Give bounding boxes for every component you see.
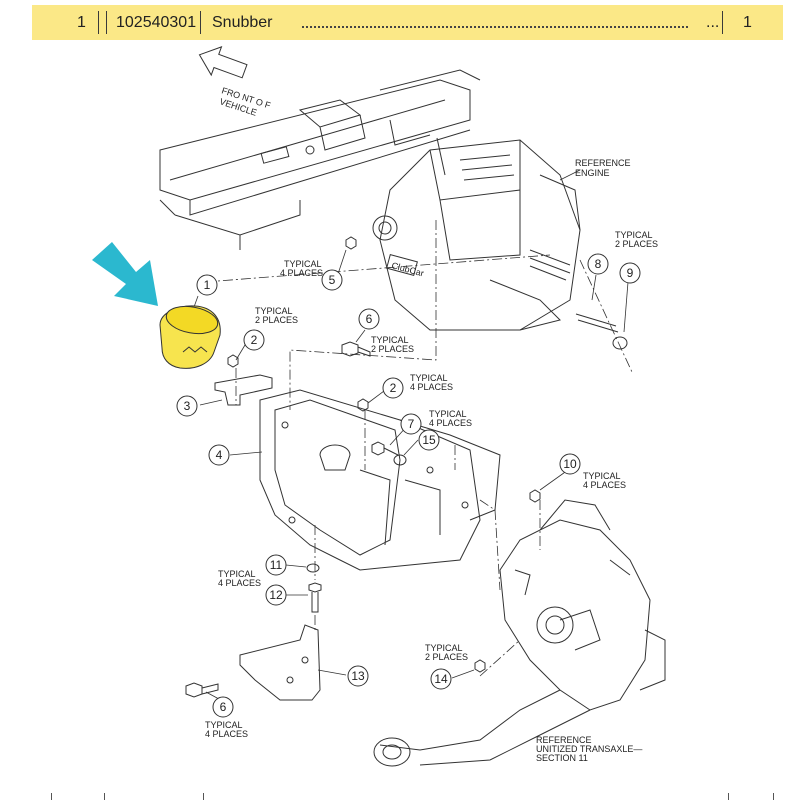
bolt-6	[341, 341, 371, 357]
typical-note: TYPICAL	[218, 569, 256, 579]
count-cell: 1	[743, 14, 752, 31]
typical-note: TYPICAL	[583, 471, 621, 481]
typical-note: TYPICAL	[205, 720, 243, 730]
callout-6: 6	[220, 700, 227, 714]
column-divider	[203, 793, 204, 800]
callout-4: 4	[216, 448, 223, 462]
callout-7: 7	[408, 417, 415, 431]
description-cell: Snubber	[212, 14, 273, 31]
typical-note: 4 PLACES	[410, 382, 453, 392]
engine-mount-bracket	[259, 389, 501, 571]
bolt-12	[308, 582, 322, 613]
reference-transaxle-label: REFERENCE	[536, 735, 592, 745]
engine-badge: ClubCar	[390, 260, 424, 278]
reference-transaxle-label: SECTION 11	[536, 753, 588, 763]
typical-note: 2 PLACES	[425, 652, 468, 662]
washer-15	[393, 454, 407, 466]
typical-note: TYPICAL	[284, 259, 322, 269]
callout-8: 8	[595, 257, 602, 271]
washer-9	[612, 336, 628, 350]
callout-11: 11	[270, 558, 283, 572]
stud	[575, 313, 619, 333]
typical-note: 4 PLACES	[429, 418, 472, 428]
typical-note: TYPICAL	[429, 409, 467, 419]
callout-12: 12	[269, 588, 283, 602]
typical-note: 2 PLACES	[615, 239, 658, 249]
diagram-labels: FRO NT O F VEHICLE REFERENCE ENGINE Club…	[205, 85, 658, 763]
typical-note: 2 PLACES	[371, 344, 414, 354]
callout-numbers: 1 2 3 4 5 6 2 7 15 8 9 10 11 12 13 14 6	[184, 257, 634, 714]
nut-2	[357, 398, 369, 412]
callout-5: 5	[329, 273, 336, 287]
callout-2: 2	[251, 333, 258, 347]
reference-engine-label: REFERENCE	[575, 158, 631, 168]
typical-note: 2 PLACES	[255, 315, 298, 325]
quantity-cell: 1	[77, 14, 86, 31]
typical-note: 4 PLACES	[205, 729, 248, 739]
leader-end: ...	[706, 14, 720, 31]
washer-11	[306, 563, 320, 573]
column-divider	[51, 793, 52, 800]
typical-note: TYPICAL	[410, 373, 448, 383]
reference-transaxle-label: UNITIZED TRANSAXLE—	[536, 744, 642, 754]
typical-note: 4 PLACES	[280, 268, 323, 278]
bolt-6	[185, 682, 219, 698]
parts-list-row: 1 102540301 Snubber ... 1	[32, 5, 783, 40]
bolt-7	[371, 441, 399, 456]
column-divider	[728, 793, 729, 800]
part-number-cell: 102540301	[116, 14, 197, 31]
pointer-arrow	[92, 242, 158, 306]
column-divider	[104, 793, 105, 800]
nut-14	[474, 659, 486, 673]
column-divider	[200, 11, 201, 34]
callout-circles	[176, 253, 641, 718]
callout-13: 13	[351, 669, 365, 683]
typical-note: TYPICAL	[371, 335, 409, 345]
typical-note: TYPICAL	[425, 643, 463, 653]
typical-note: TYPICAL	[255, 306, 293, 316]
reference-transaxle	[373, 499, 666, 767]
column-divider	[773, 793, 774, 800]
column-divider	[722, 11, 723, 34]
nut-2	[227, 354, 239, 368]
callout-1: 1	[204, 278, 211, 292]
callout-2: 2	[390, 381, 397, 395]
callout-14: 14	[434, 672, 448, 686]
nut-10	[529, 489, 541, 503]
vehicle-frame	[159, 69, 481, 250]
lower-bracket	[239, 624, 321, 701]
reference-engine	[372, 137, 581, 331]
callout-9: 9	[627, 266, 634, 280]
typical-note: 4 PLACES	[218, 578, 261, 588]
typical-note: 4 PLACES	[583, 480, 626, 490]
typical-note: TYPICAL	[615, 230, 653, 240]
callout-15: 15	[422, 433, 436, 447]
front-direction-arrow	[198, 46, 248, 79]
alignment-lines	[204, 220, 633, 677]
callout-6: 6	[366, 312, 373, 326]
snubber-part-highlight	[159, 305, 221, 369]
bolt-5	[345, 236, 357, 250]
reference-engine-label: ENGINE	[575, 168, 610, 178]
dot-leader	[302, 26, 688, 28]
leader-lines	[189, 169, 629, 706]
callout-3: 3	[184, 399, 191, 413]
snubber-bracket	[214, 374, 273, 406]
callout-10: 10	[563, 457, 577, 471]
column-divider	[98, 11, 99, 34]
column-divider	[106, 11, 107, 34]
